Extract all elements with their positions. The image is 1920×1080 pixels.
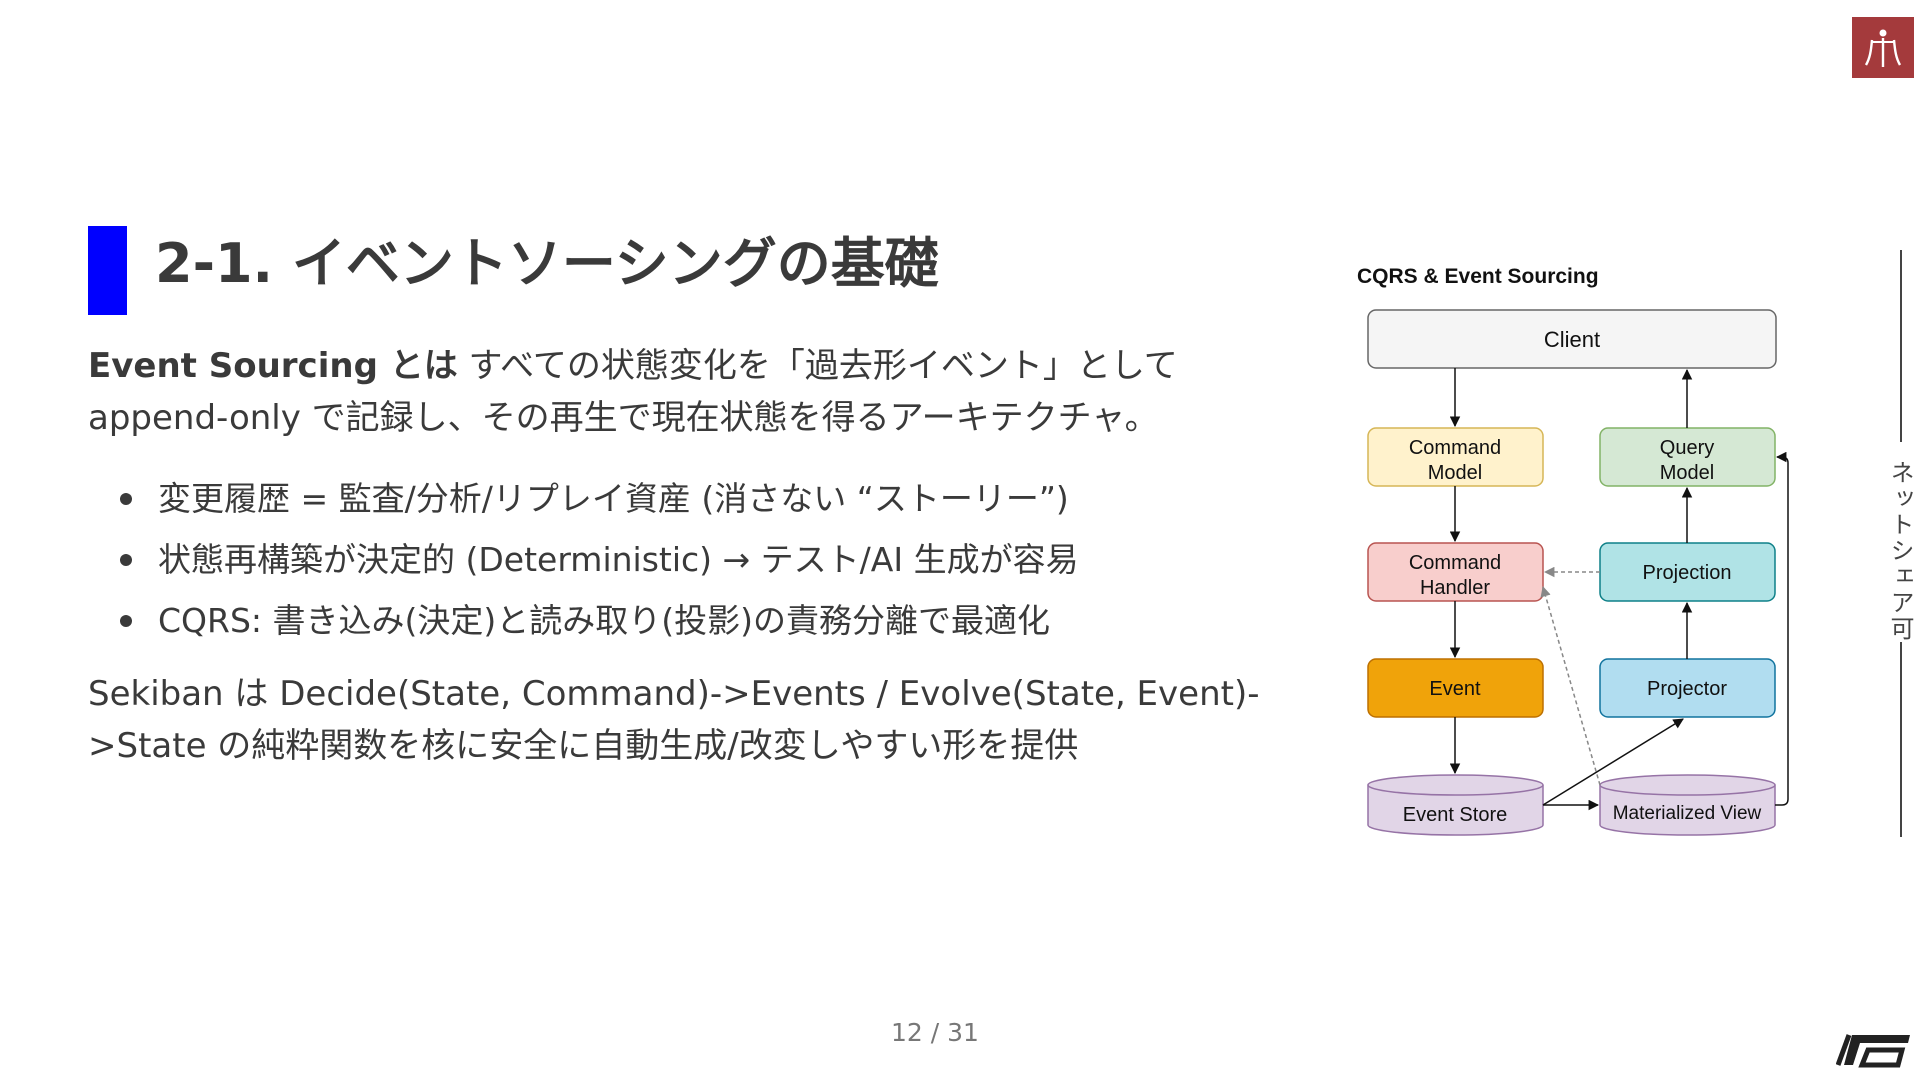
lead-paragraph: Event Sourcing とは すべての状態変化を「過去形イベント」として …	[88, 340, 1278, 444]
command-model-label-line2: Model	[1428, 462, 1482, 484]
sidebar-divider-top	[1900, 250, 1902, 442]
dashed-arrow-materialized-view-to-handler	[1540, 585, 1601, 786]
projector-label: Projector	[1647, 678, 1727, 700]
client-label: Client	[1544, 327, 1600, 352]
command-model-label-line1: Command	[1409, 437, 1501, 459]
lead-bold-term: Event Sourcing とは	[88, 346, 458, 386]
university-logo-icon	[1852, 17, 1914, 78]
command-handler-label-line2: Handler	[1420, 577, 1490, 599]
page-number: 12 / 31	[891, 1018, 979, 1047]
title-accent-bar	[88, 226, 127, 315]
bullet-item: CQRS: 書き込み(決定)と読み取り(投影)の責務分離で最適化	[120, 590, 1079, 651]
lead-text: すべての状態変化を「過去形イベント」として append-only で記録し、そ…	[88, 346, 1178, 438]
share-notice: ネットシェア可	[1886, 460, 1914, 642]
bullet-item: 状態再構築が決定的 (Deterministic) → テスト/AI 生成が容易	[120, 529, 1079, 590]
bullet-list: 変更履歴 = 監査/分析/リプレイ資産 (消さない “ストーリー”) 状態再構築…	[120, 468, 1079, 651]
materialized-view-cylinder	[1599, 774, 1776, 836]
sidebar-divider-bottom	[1900, 642, 1902, 837]
query-model-label-line1: Query	[1660, 437, 1714, 459]
command-handler-label-line1: Command	[1409, 552, 1501, 574]
arrow-materialized-view-to-query-model	[1775, 451, 1789, 806]
client-box	[1367, 309, 1777, 369]
event-label: Event	[1429, 678, 1481, 700]
cqrs-diagram: CQRS & Event Sourcing Client Command Mod…	[1357, 265, 1789, 836]
projection-label: Projection	[1643, 562, 1732, 584]
brand-logo-icon	[1836, 1034, 1910, 1068]
materialized-view-label: Materialized View	[1613, 803, 1762, 824]
arrow-event-store-to-projector	[1542, 718, 1684, 806]
event-store-cylinder	[1367, 774, 1544, 836]
bullet-item: 変更履歴 = 監査/分析/リプレイ資産 (消さない “ストーリー”)	[120, 468, 1079, 529]
query-model-label-line2: Model	[1660, 462, 1714, 484]
slide-title: 2-1. イベントソーシングの基礎	[155, 232, 939, 295]
event-store-label: Event Store	[1403, 804, 1508, 826]
diagram-title: CQRS & Event Sourcing	[1357, 265, 1599, 288]
summary-paragraph: Sekiban は Decide(State, Command)->Events…	[88, 674, 1260, 766]
